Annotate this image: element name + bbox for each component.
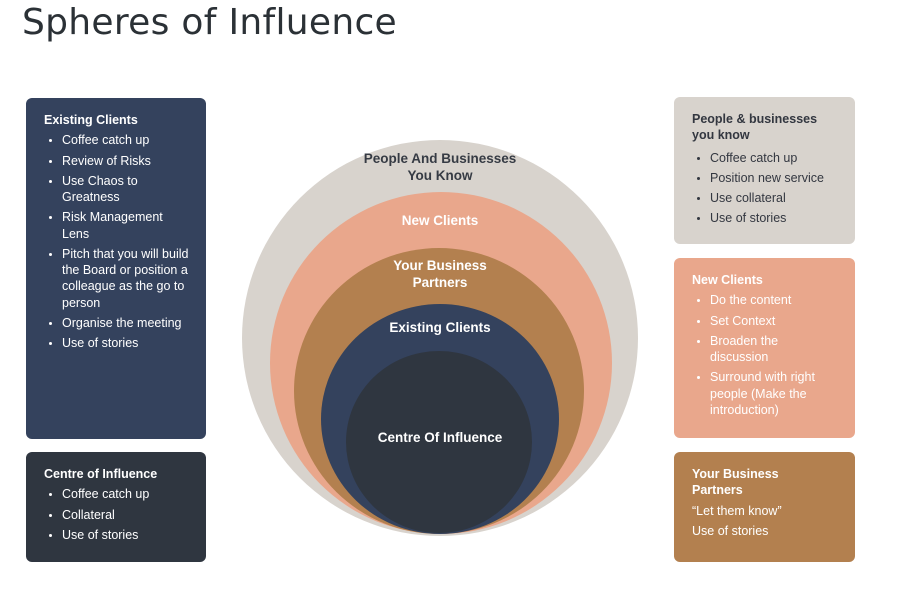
new-clients-card: New Clients Do the content Set Context B… xyxy=(674,258,855,438)
existing-clients-card: Existing Clients Coffee catch up Review … xyxy=(26,98,206,439)
page-title: Spheres of Influence xyxy=(22,2,397,43)
list-item: Use of stories xyxy=(62,335,190,351)
list-item: Review of Risks xyxy=(62,153,190,169)
card-heading: New Clients xyxy=(692,273,763,287)
list-item: Use collateral xyxy=(710,190,839,206)
ring-centre-of-influence xyxy=(346,351,532,533)
list-item: Position new service xyxy=(710,170,839,186)
card-line: Use of stories xyxy=(692,523,769,538)
list-item: Collateral xyxy=(62,507,190,523)
spheres-diagram: People And Businesses You Know New Clien… xyxy=(240,138,640,538)
list-item: Coffee catch up xyxy=(710,150,839,166)
existing-clients-list: Coffee catch up Review of Risks Use Chao… xyxy=(44,132,190,351)
list-item: Pitch that you will build the Board or p… xyxy=(62,246,190,311)
card-heading: People & businesses you know xyxy=(692,112,818,143)
list-item: Do the content xyxy=(710,292,839,308)
business-partners-card: Your Business Partners “Let them know” U… xyxy=(674,452,855,562)
list-item: Broaden the discussion xyxy=(710,333,839,366)
centre-of-influence-card: Centre of Influence Coffee catch up Coll… xyxy=(26,452,206,562)
list-item: Coffee catch up xyxy=(62,486,190,502)
list-item: Use of stories xyxy=(62,527,190,543)
people-businesses-list: Coffee catch up Position new service Use… xyxy=(692,150,839,227)
new-clients-list: Do the content Set Context Broaden the d… xyxy=(692,292,839,418)
ring-label-new-clients: New Clients xyxy=(401,213,479,228)
ring-label-existing-clients: Existing Clients xyxy=(389,320,491,335)
list-item: Risk Management Lens xyxy=(62,209,190,242)
ring-label-centre-of-influence: Centre Of Influence xyxy=(377,430,503,445)
list-item: Coffee catch up xyxy=(62,132,190,148)
list-item: Set Context xyxy=(710,313,839,329)
list-item: Use Chaos to Greatness xyxy=(62,173,190,206)
card-heading: Your Business Partners xyxy=(692,467,779,498)
card-heading: Centre of Influence xyxy=(44,467,158,481)
people-businesses-card: People & businesses you know Coffee catc… xyxy=(674,97,855,244)
card-heading: Existing Clients xyxy=(44,113,138,127)
ring-label-business-partners: Your Business Partners xyxy=(393,258,487,290)
ring-label-people-businesses: People And Businesses You Know xyxy=(363,151,517,183)
card-line: “Let them know” xyxy=(692,503,782,518)
list-item: Surround with right people (Make the int… xyxy=(710,369,839,418)
list-item: Use of stories xyxy=(710,210,839,226)
centre-of-influence-list: Coffee catch up Collateral Use of storie… xyxy=(44,486,190,543)
list-item: Organise the meeting xyxy=(62,315,190,331)
